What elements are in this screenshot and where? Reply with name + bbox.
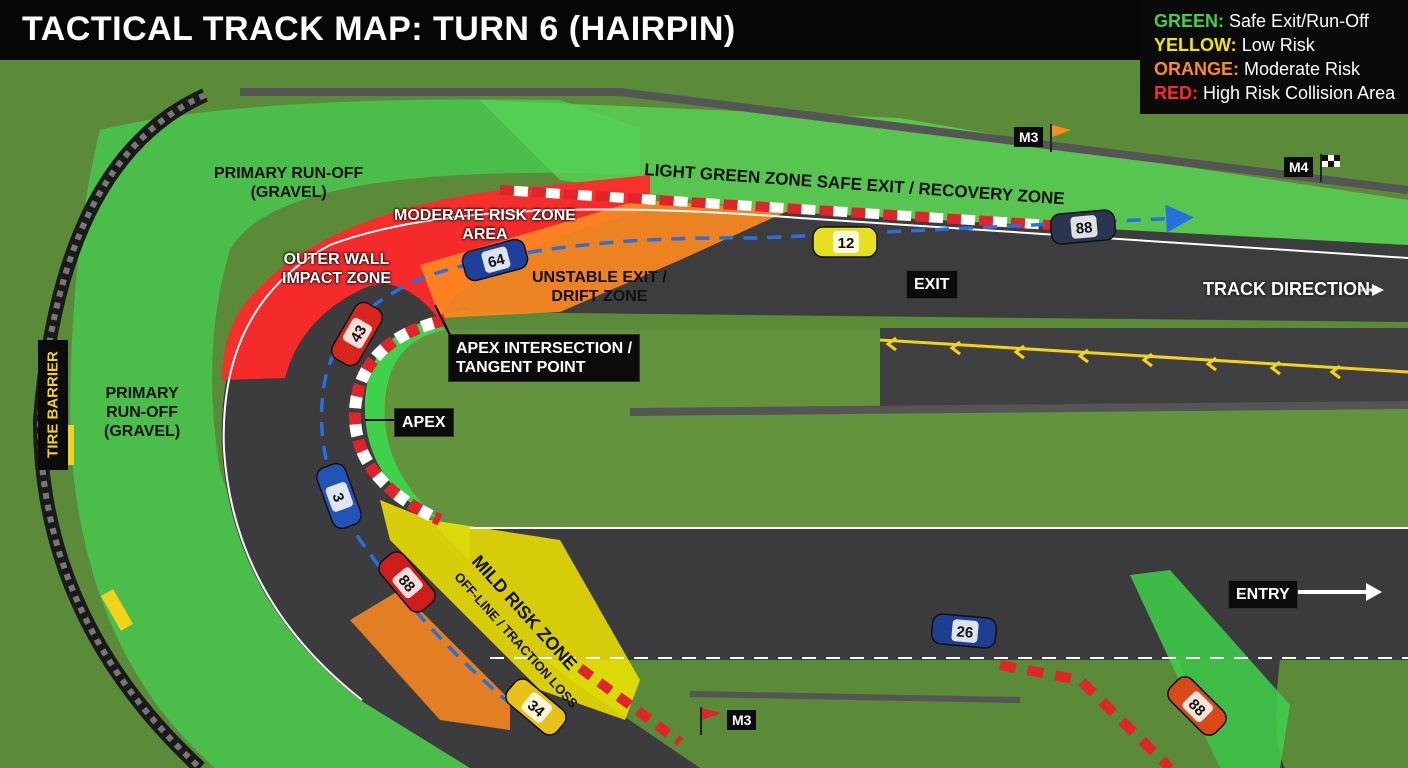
legend: GREEN: Safe Exit/Run-Off YELLOW: Low Ris… — [1140, 0, 1408, 114]
cars-layer: 64 12 88 43 3 88 34 26 88 — [316, 209, 1227, 736]
car-roof — [342, 317, 373, 349]
moderate-risk-label: MODERATE RISK ZONE AREA — [394, 207, 576, 243]
outer-wall-label: OUTER WALL IMPACT ZONE — [282, 251, 392, 287]
car-roof — [481, 246, 511, 273]
marker-m3-bottom: M3 — [697, 705, 757, 735]
marker-m4: M4 — [1284, 152, 1343, 182]
bottom-kerb — [577, 663, 683, 747]
car-roof — [833, 231, 859, 253]
exit-callout: EXIT — [906, 270, 958, 299]
car-number: 12 — [838, 235, 855, 252]
tire-barrier-badge: TIRE BARRIER — [38, 340, 68, 470]
yellow-zone-mild — [380, 500, 640, 720]
apex-intersection-callout: APEX INTERSECTION / TANGENT POINT — [448, 334, 641, 382]
primary-runoff-left-label: PRIMARY RUN-OFF (GRAVEL) — [104, 385, 181, 440]
car-roof — [392, 567, 423, 599]
entry-arrow — [1298, 583, 1382, 601]
apex-kerb-white — [348, 314, 447, 526]
apex-kerb — [348, 314, 447, 526]
outer-kerb-white — [499, 185, 1051, 230]
legend-key: RED: — [1154, 83, 1198, 103]
legend-item-green: GREEN: Safe Exit/Run-Off — [1154, 11, 1369, 32]
marker-label: M3 — [727, 710, 757, 730]
pit-chevrons — [885, 336, 1341, 380]
car-roof — [1070, 215, 1098, 239]
race-car: 88 — [1049, 209, 1117, 245]
legend-item-yellow: YELLOW: Low Risk — [1154, 35, 1315, 56]
apex-callout: APEX — [394, 408, 454, 437]
race-car: 3 — [316, 462, 362, 530]
legend-item-red: RED: High Risk Collision Area — [1154, 83, 1395, 104]
legend-item-orange: ORANGE: Moderate Risk — [1154, 59, 1360, 80]
legend-desc: Moderate Risk — [1244, 59, 1361, 79]
top-barrier-wall — [240, 88, 1408, 194]
tire-barrier-wall-pattern — [36, 92, 207, 768]
primary-runoff-top-label: PRIMARY RUN-OFF (GRAVEL) — [214, 165, 364, 201]
checkered-flag-icon — [1320, 154, 1341, 182]
legend-desc: Low Risk — [1241, 35, 1315, 55]
orange-zone-drift — [420, 200, 790, 318]
red-flag-icon — [700, 707, 721, 735]
track-direction-label: TRACK DIRECTION — [1203, 279, 1370, 299]
race-car: 43 — [330, 301, 384, 367]
car-number: 26 — [956, 623, 974, 641]
primary-runoff-zone — [70, 99, 640, 768]
car-roof — [521, 692, 553, 723]
bottom-barrier — [689, 691, 1021, 703]
marker-label: M3 — [1014, 127, 1044, 147]
race-car: 34 — [505, 678, 567, 736]
orange-zone-lower — [350, 590, 510, 730]
page-title: TACTICAL TRACK MAP: TURN 6 (HAIRPIN) — [22, 10, 736, 48]
race-car: 88 — [378, 551, 436, 613]
marker-m3-top: M3 — [1014, 122, 1073, 152]
marker-label: M4 — [1284, 157, 1314, 177]
legend-desc: Safe Exit/Run-Off — [1229, 11, 1369, 31]
car-number: 43 — [347, 322, 370, 345]
legend-key: YELLOW: — [1154, 35, 1237, 55]
race-car: 26 — [930, 613, 998, 649]
green-entry-patch — [1130, 570, 1290, 768]
pit-lane-line — [879, 338, 1408, 374]
entry-callout: ENTRY — [1228, 580, 1298, 609]
race-car: 88 — [1167, 676, 1227, 736]
car-number: 64 — [486, 251, 507, 272]
car-number: 88 — [1075, 219, 1093, 237]
legend-desc: High Risk Collision Area — [1203, 83, 1396, 103]
legend-key: GREEN: — [1154, 11, 1225, 31]
edge-line-outer — [222, 208, 1408, 701]
infield-barrier — [629, 401, 1408, 416]
race-car: 64 — [461, 238, 529, 282]
unstable-exit-label: UNSTABLE EXIT / DRIFT ZONE — [532, 269, 667, 305]
car-roof — [325, 482, 353, 512]
track-direction-arrow — [1358, 284, 1384, 296]
car-roof — [1182, 691, 1214, 723]
car-roof — [951, 619, 979, 643]
barrier-stripe — [100, 589, 134, 631]
outer-kerb — [499, 185, 1051, 230]
orange-flag-icon — [1050, 124, 1072, 152]
legend-key: ORANGE: — [1154, 59, 1239, 79]
inner-green-strip — [364, 318, 445, 520]
race-car: 12 — [812, 226, 878, 258]
tire-barrier-label: TIRE BARRIER — [44, 351, 62, 458]
